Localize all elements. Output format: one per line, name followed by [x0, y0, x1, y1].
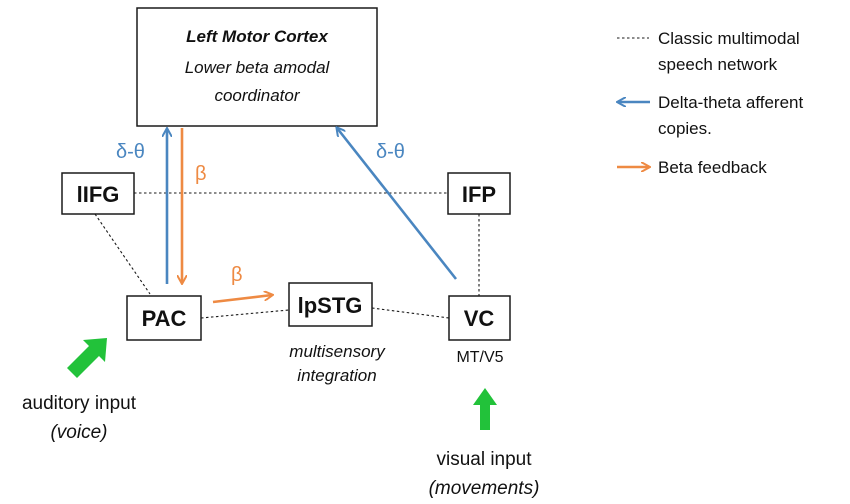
vc-label: VC: [464, 306, 495, 331]
legend-orange-label: Beta feedback: [658, 158, 767, 177]
legend: Classic multimodal speech network Delta-…: [617, 29, 803, 177]
motor-cortex-line2: coordinator: [214, 86, 300, 105]
beta-label-down: β: [195, 163, 207, 185]
pac-label: PAC: [142, 306, 187, 331]
beta-label-pac-lpstg: β: [231, 264, 243, 286]
box-pac: [126, 295, 202, 341]
legend-blue-label-2: copies.: [658, 119, 712, 138]
edge-lpstg-vc: [371, 307, 450, 319]
vc-sublabel: MT/V5: [456, 349, 503, 366]
network-connections: [94, 192, 480, 319]
box-vc: [448, 295, 511, 341]
visual-input-sublabel: (movements): [429, 478, 540, 499]
edge-iifg-pac: [94, 213, 151, 295]
auditory-input-arrow-icon: [67, 338, 107, 378]
legend-dashed-label-1: Classic multimodal: [658, 29, 800, 48]
lpstg-sublabel-1: multisensory: [289, 342, 386, 361]
arrow-vc-to-motor: [337, 128, 458, 280]
motor-cortex-title: Left Motor Cortex: [186, 27, 329, 46]
motor-cortex-line1: Lower beta amodal: [185, 58, 331, 77]
box-left-motor-cortex: [136, 7, 378, 127]
legend-dashed-label-2: speech network: [658, 55, 778, 74]
iifg-label: lIFG: [77, 182, 120, 207]
edge-pac-lpstg: [200, 309, 290, 319]
visual-input-arrow-icon: [473, 388, 497, 430]
delta-theta-label-right: δ-θ: [376, 141, 405, 163]
lpstg-label: lpSTG: [298, 293, 363, 318]
visual-input-label: visual input: [436, 449, 532, 470]
lpstg-sublabel-2: integration: [297, 366, 376, 385]
ifp-label: IFP: [462, 182, 496, 207]
legend-blue-label-1: Delta-theta afferent: [658, 93, 803, 112]
box-lpstg: [288, 282, 373, 327]
box-iifg: [61, 172, 135, 215]
delta-theta-label-left: δ-θ: [116, 141, 145, 163]
auditory-input-sublabel: (voice): [50, 422, 107, 443]
auditory-input-label: auditory input: [22, 393, 137, 414]
box-ifp: [447, 172, 511, 215]
arrow-pac-to-lpstg: [212, 295, 272, 304]
